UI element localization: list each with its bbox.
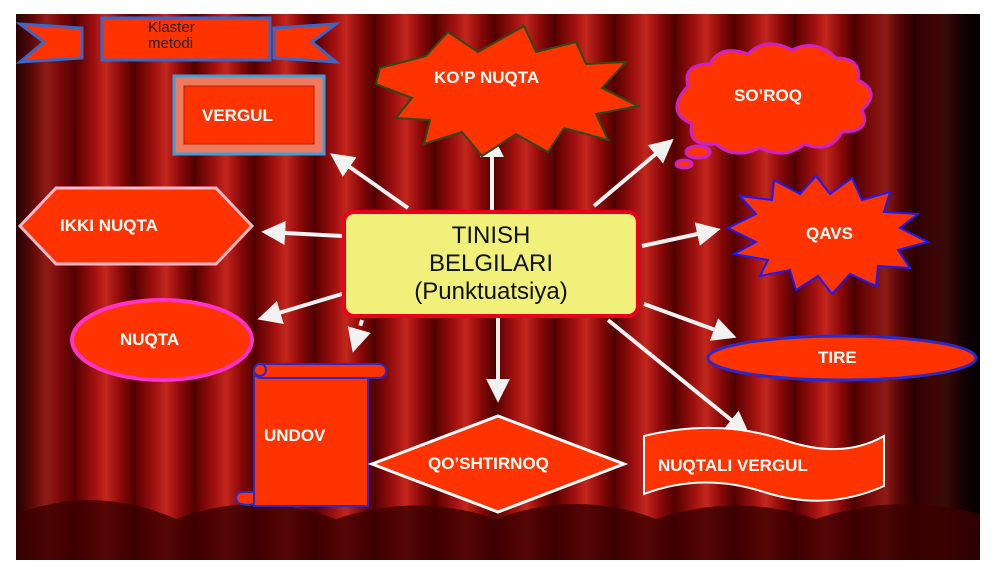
qoshtirnoq-shape <box>367 414 629 514</box>
arrow-nuqtali-vergul <box>606 318 750 436</box>
title-banner <box>16 16 341 64</box>
center-line-3: (Punktuatsiya) <box>414 278 568 305</box>
arrow-nuqta <box>257 292 343 324</box>
arrows <box>257 133 750 436</box>
label-qoshtirnoq: QO’SHTIRNOQ <box>428 454 549 473</box>
nuqtali-vergul-shape <box>643 426 885 502</box>
arrow-soroq <box>592 138 674 208</box>
soroq-shape <box>674 42 873 170</box>
label-ikki-nuqta: IKKI NUQTA <box>60 216 158 235</box>
label-nuqta: NUQTA <box>120 330 180 349</box>
arrow-qavs <box>641 222 721 248</box>
undov-shape <box>235 363 387 507</box>
vergul-shape <box>172 74 326 156</box>
arrow-tire <box>643 302 737 341</box>
cluster-diagram: Klaster metodi KO’P NUQTA SO’ROQ VERGUL … <box>16 14 980 560</box>
label-tire: TIRE <box>818 348 857 367</box>
label-undov: UNDOV <box>264 426 326 445</box>
nuqta-shape <box>70 298 254 382</box>
label-kop-nuqta: KO’P NUQTA <box>434 68 540 87</box>
kop-nuqta-shape <box>374 24 642 158</box>
tire-shape <box>706 334 978 382</box>
diagram-svg <box>16 16 980 560</box>
banner-title: Klaster metodi <box>148 19 195 52</box>
label-qavs: QAVS <box>806 224 853 243</box>
center-line-1: TINISH <box>451 222 531 249</box>
center-box <box>342 210 640 318</box>
label-nuqtali-vergul: NUQTALI VERGUL <box>658 456 808 475</box>
arrow-undov <box>347 319 371 353</box>
center-line-2: BELGILARI <box>428 250 554 277</box>
ikki-nuqta-shape <box>17 186 255 266</box>
arrow-ikki-nuqta <box>261 221 343 245</box>
center-title: TINISH BELGILARI (Punktuatsiya) <box>346 222 636 306</box>
arrow-vergul <box>330 153 410 210</box>
label-soroq: SO’ROQ <box>734 86 803 105</box>
qavs-shape <box>725 174 931 296</box>
stage-floor <box>16 500 980 560</box>
label-vergul: VERGUL <box>202 106 273 125</box>
